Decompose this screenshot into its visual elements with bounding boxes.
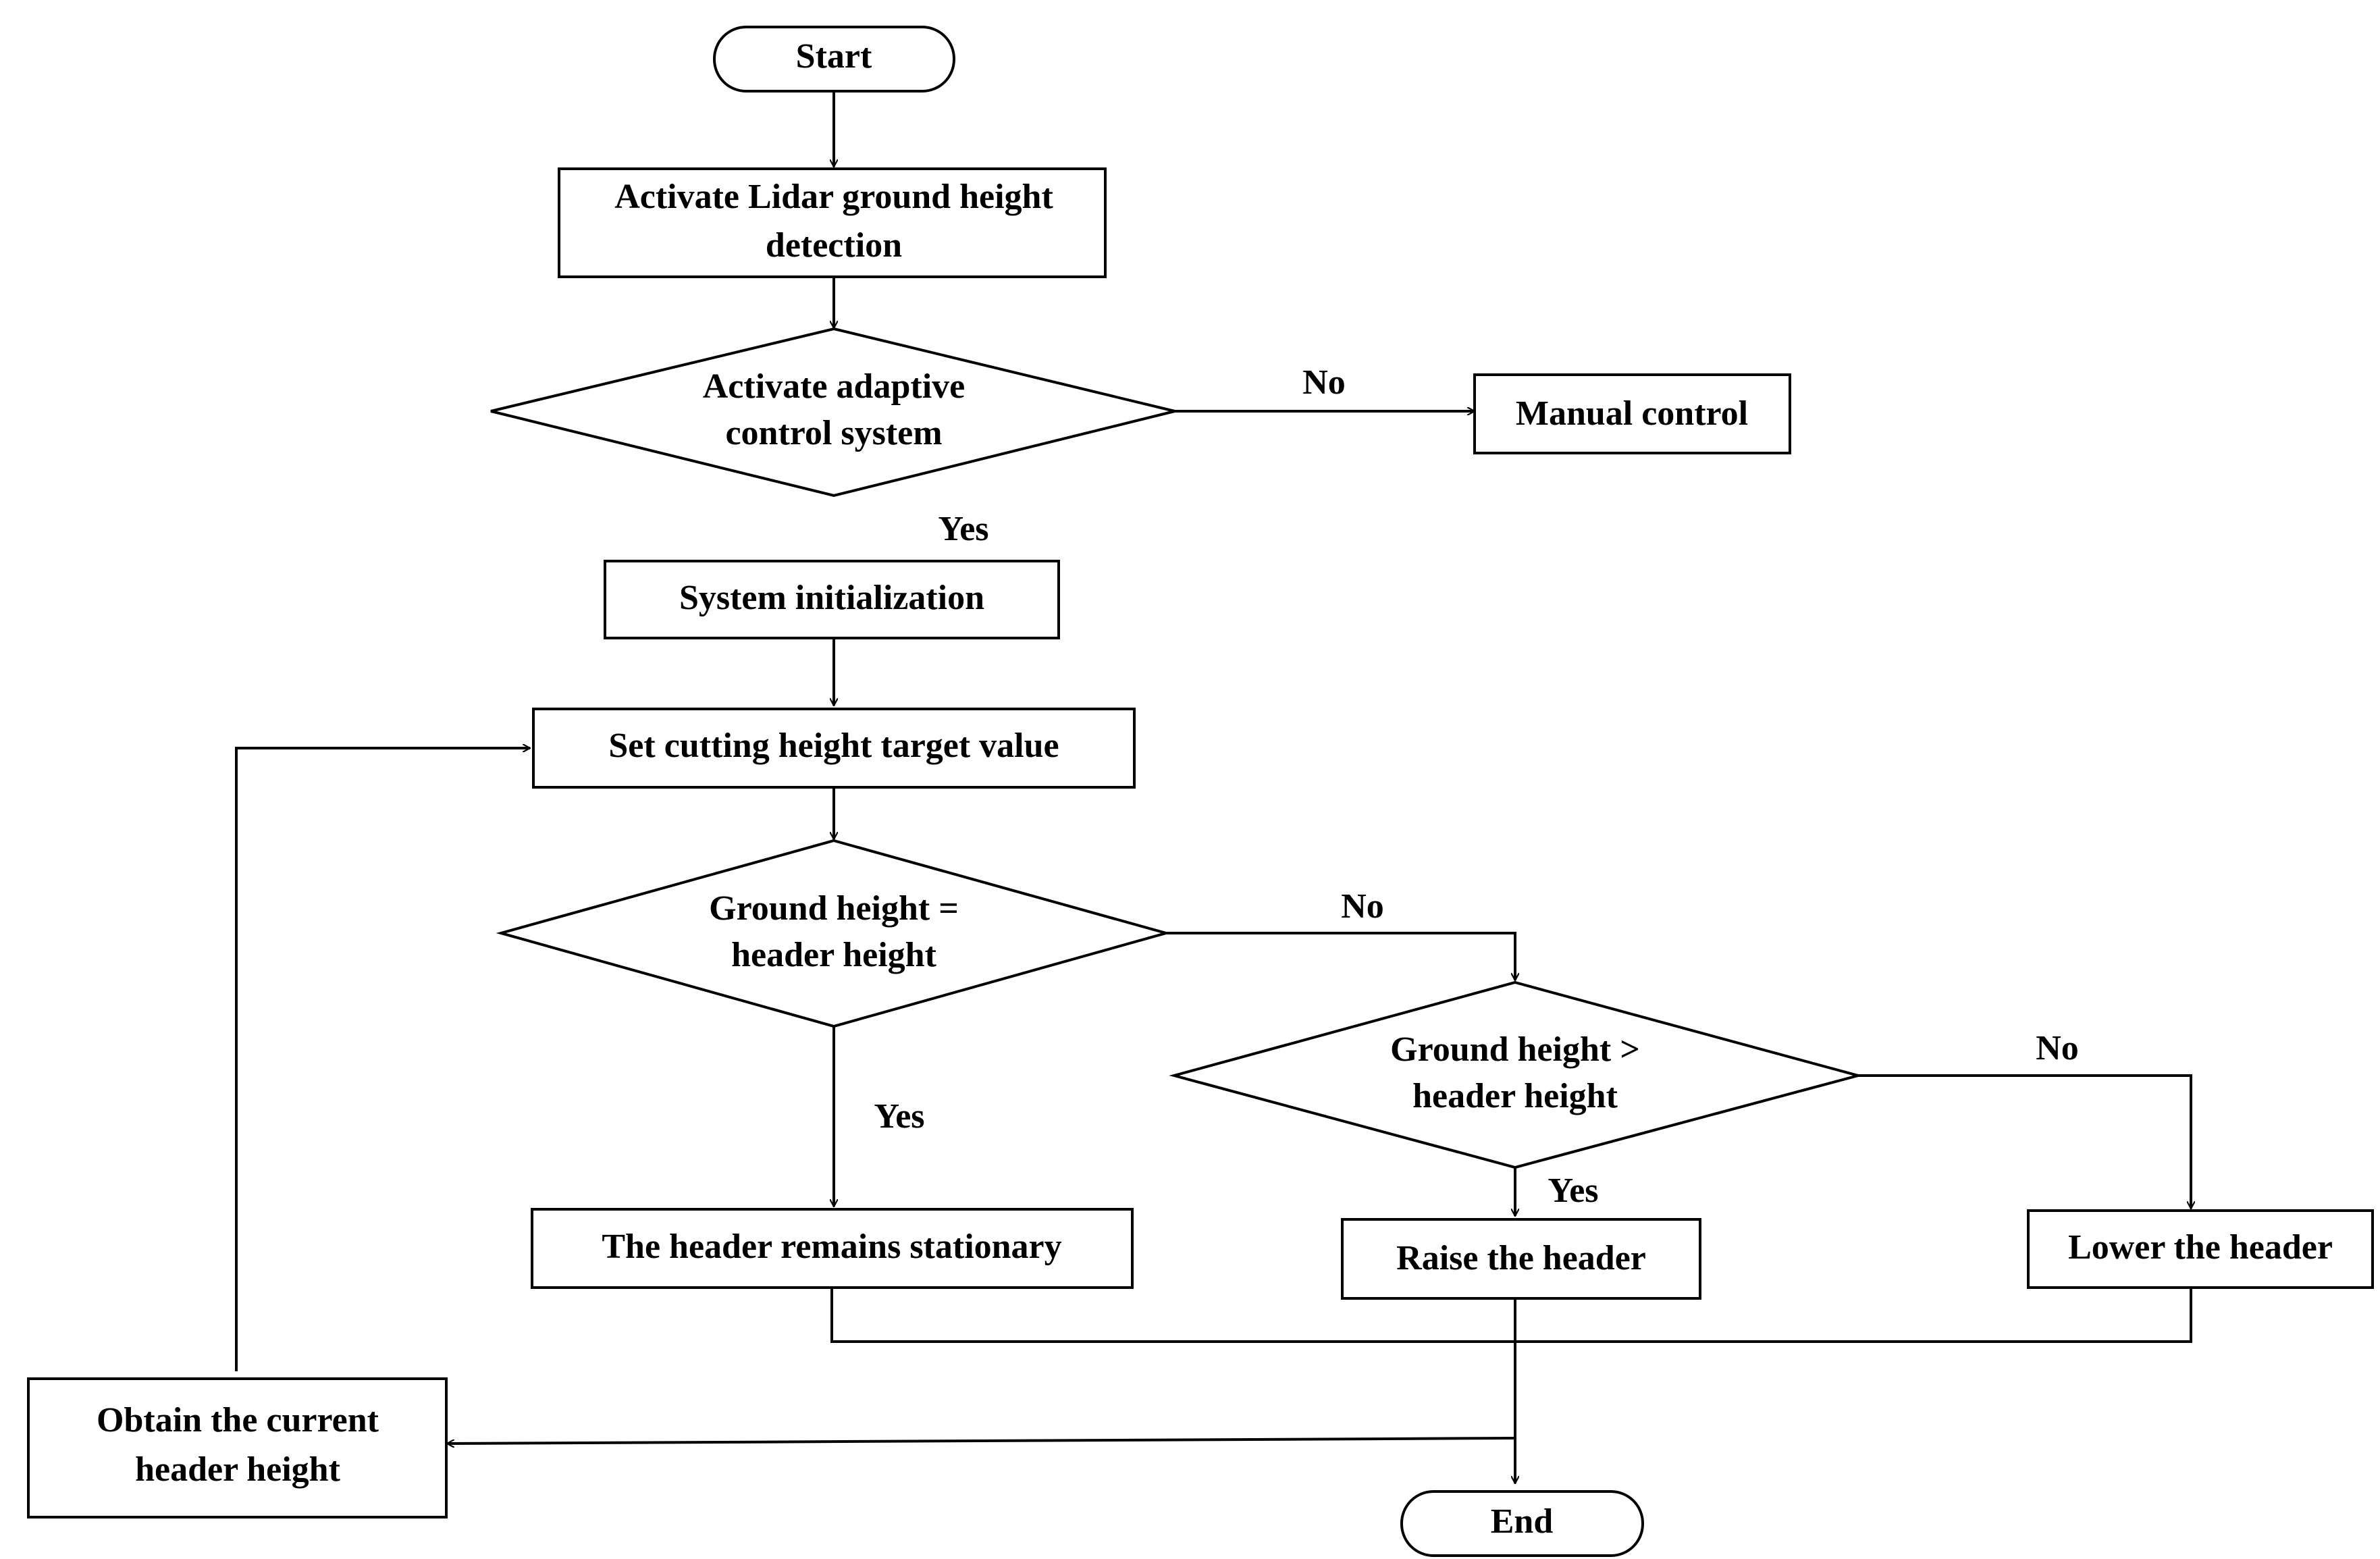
node-system-initialization: System initialization — [604, 560, 1060, 639]
lidar-label-line1: Activate Lidar ground height — [614, 178, 1053, 216]
node-lower-header: Lower the header — [2027, 1209, 2374, 1289]
obtain-label-line1: Obtain the current — [97, 1401, 379, 1439]
manual-label: Manual control — [1516, 394, 1748, 433]
stationary-label: The header remains stationary — [602, 1227, 1061, 1266]
node-header-stationary: The header remains stationary — [531, 1208, 1134, 1289]
end-terminal — [1400, 1490, 1644, 1557]
node-manual-control: Manual control — [1473, 373, 1791, 454]
adaptive-diamond — [490, 327, 1175, 498]
gt-no-label: No — [2036, 1029, 2079, 1067]
adaptive-yes-label: Yes — [938, 510, 988, 548]
init-label: System initialization — [679, 579, 984, 617]
edge-obtain-feedback — [235, 748, 530, 1371]
set-target-label: Set cutting height target value — [608, 726, 1059, 765]
edge-merge-line — [830, 1288, 2192, 1343]
start-label: Start — [796, 37, 872, 76]
gt-label-line2: header height — [1412, 1077, 1618, 1115]
raise-label: Raise the header — [1396, 1239, 1646, 1277]
eq-diamond — [496, 839, 1171, 1028]
obtain-label-line2: header height — [135, 1450, 341, 1489]
lower-label: Lower the header — [2068, 1228, 2333, 1267]
node-set-target: Set cutting height target value — [532, 708, 1136, 789]
lidar-label-line2: detection — [766, 226, 902, 265]
edge-eq-to-gt — [1166, 932, 1515, 980]
start-terminal — [713, 26, 955, 93]
decision-ground-greater-header: Ground height > header height — [1169, 980, 1863, 1169]
end-label: End — [1491, 1502, 1554, 1541]
adaptive-label-line2: control system — [725, 414, 942, 452]
gt-yes-label: Yes — [1548, 1171, 1598, 1210]
connectors — [235, 91, 2192, 1483]
edge-gt-to-lower — [1858, 1074, 2191, 1209]
gt-label-line1: Ground height > — [1390, 1030, 1640, 1069]
eq-no-label: No — [1341, 887, 1384, 926]
decision-ground-equals-header: Ground height = header height — [496, 839, 1171, 1028]
eq-label-line1: Ground height = — [709, 889, 959, 928]
eq-label-line2: header height — [731, 936, 937, 974]
node-end: End — [1400, 1490, 1644, 1557]
decision-adaptive-control: Activate adaptive control system — [490, 327, 1175, 498]
adaptive-label-line1: Activate adaptive — [703, 367, 965, 406]
raise-box — [1341, 1218, 1701, 1300]
lower-box — [2027, 1209, 2374, 1289]
edge-labels: No Yes No Yes No Yes — [874, 363, 2078, 1210]
set-target-box — [532, 708, 1136, 789]
adaptive-no-label: No — [1302, 363, 1346, 402]
node-start: Start — [713, 26, 955, 93]
manual-box — [1473, 373, 1791, 454]
lidar-box — [558, 167, 1107, 278]
obtain-box — [27, 1377, 448, 1518]
edge-to-obtain — [447, 1437, 1516, 1444]
gt-diamond — [1169, 980, 1863, 1169]
stationary-box — [531, 1208, 1134, 1289]
eq-yes-label: Yes — [874, 1097, 924, 1136]
node-lidar-detection: Activate Lidar ground height detection — [558, 167, 1107, 278]
node-raise-header: Raise the header — [1341, 1218, 1701, 1300]
init-box — [604, 560, 1060, 639]
node-obtain-height: Obtain the current header height — [27, 1377, 448, 1518]
